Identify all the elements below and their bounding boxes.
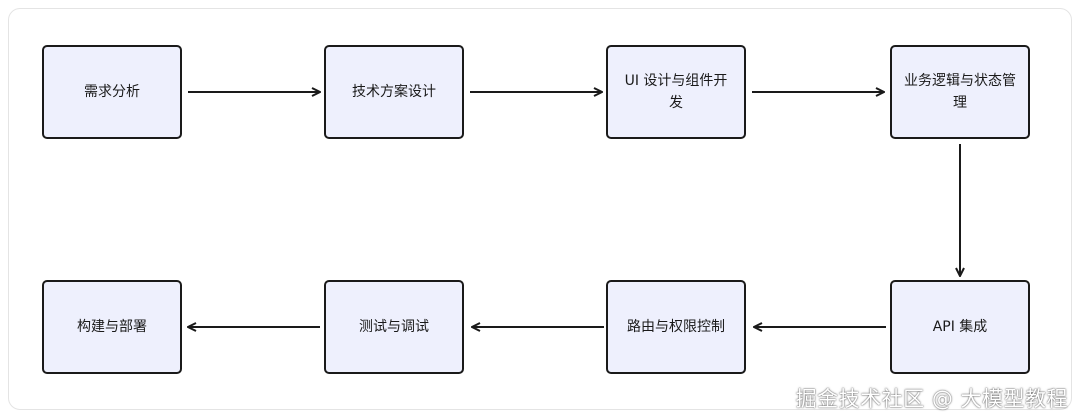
node-label: 技术方案设计 (352, 84, 436, 100)
node-label: API 集成 (932, 319, 988, 335)
node-api-integration: API 集成 (890, 280, 1030, 374)
node-technical-design: 技术方案设计 (324, 45, 464, 139)
node-label: 测试与调试 (359, 319, 429, 335)
node-label: 构建与部署 (77, 319, 147, 335)
node-ui-design: UI 设计与组件开发 (606, 45, 746, 139)
node-label: 需求分析 (84, 84, 140, 100)
node-routing-permissions: 路由与权限控制 (606, 280, 746, 374)
node-label: UI 设计与组件开发 (624, 73, 728, 111)
node-build-deploy: 构建与部署 (42, 280, 182, 374)
watermark: 掘金技术社区 @ 大模型教程 (795, 387, 1068, 411)
node-testing-debugging: 测试与调试 (324, 280, 464, 374)
node-label: 业务逻辑与状态管理 (904, 73, 1016, 111)
node-requirements-analysis: 需求分析 (42, 45, 182, 139)
node-label: 路由与权限控制 (627, 319, 725, 335)
node-business-logic: 业务逻辑与状态管理 (890, 45, 1030, 139)
